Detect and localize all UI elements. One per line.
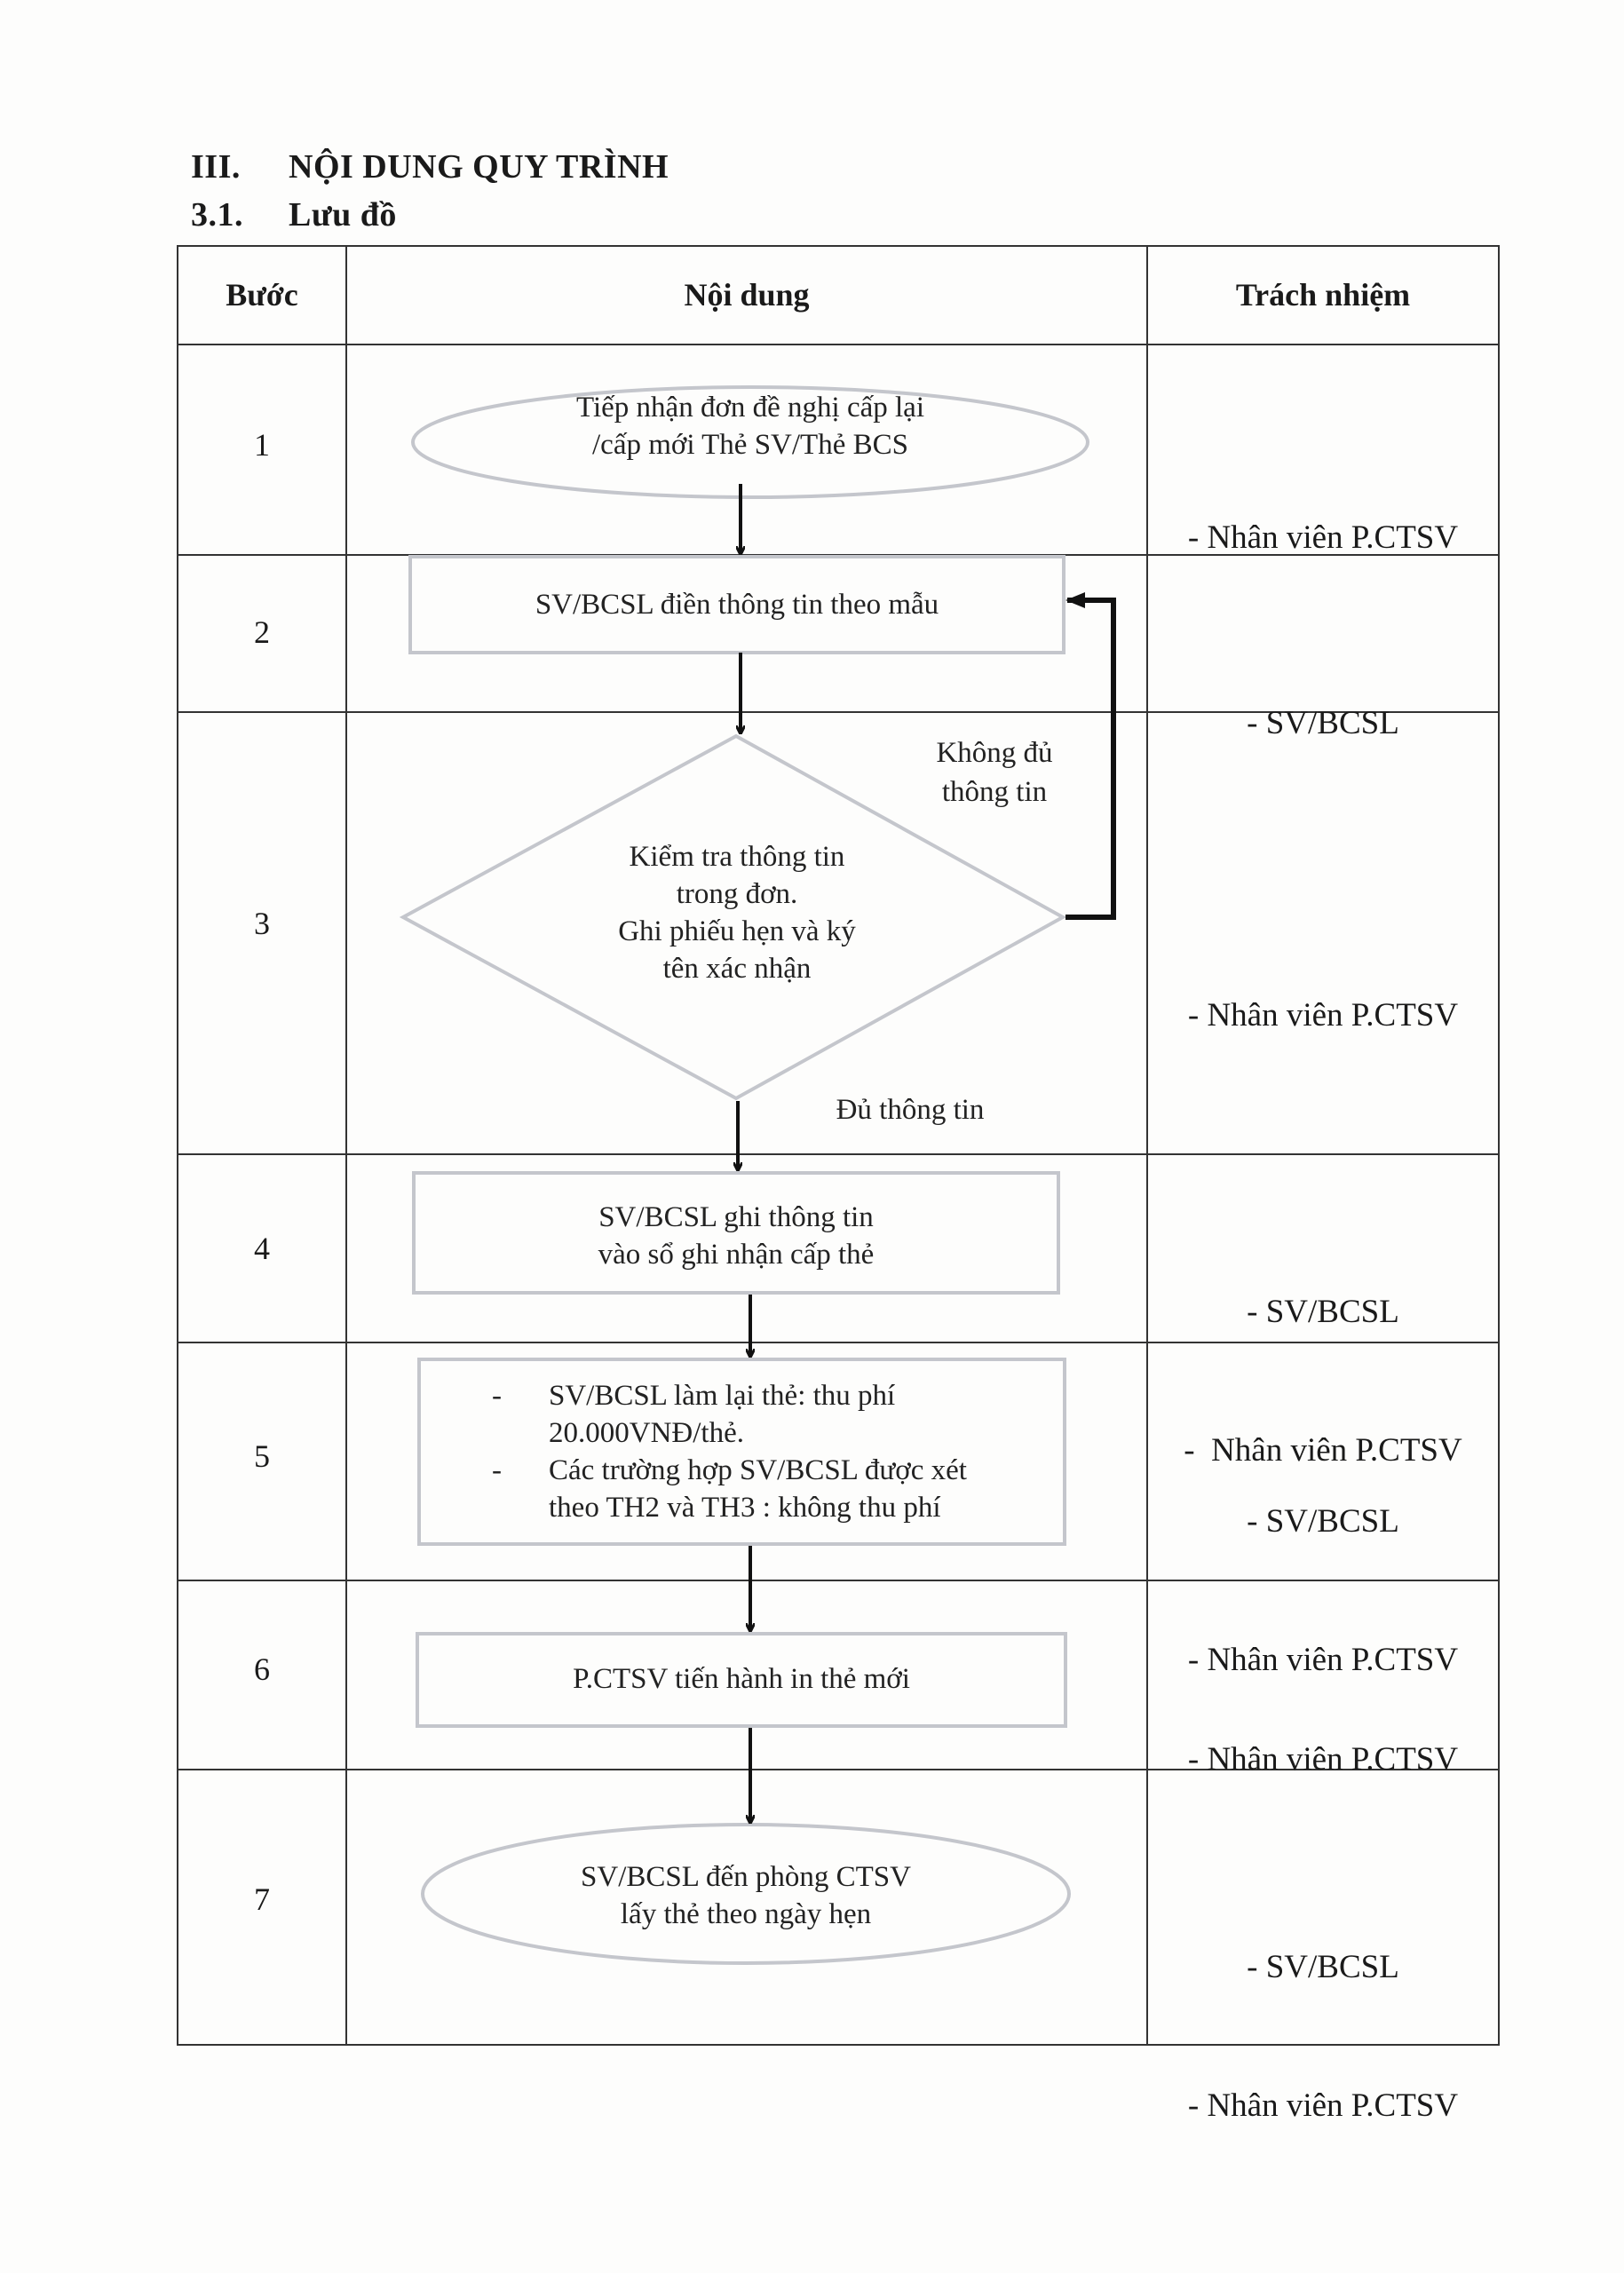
step-7-line: lấy thẻ theo ngày hẹn	[620, 1898, 872, 1930]
step-4-line: vào sổ ghi nhận cấp thẻ	[598, 1239, 875, 1271]
step-3-text: Kiểm tra thông tin trong đơn. Ghi phiếu …	[515, 838, 959, 987]
step-number: 3	[254, 906, 270, 941]
responsibility-cell: - SV/BCSL - Nhân viên P.CTSV	[1147, 1852, 1499, 2175]
section-heading: III. NỘI DUNG QUY TRÌNH	[191, 147, 669, 186]
responsibility-cell: - SV/BCSL - Nhân viên P.CTSV	[1147, 1197, 1499, 1520]
responsibility-line: - SV/BCSL	[1247, 1503, 1399, 1540]
step-number: 2	[254, 614, 270, 650]
bullet-item: - Các trường hợp SV/BCSL được xét theo T…	[487, 1452, 1055, 1526]
step-number: 5	[254, 1438, 270, 1474]
header-responsibility: Trách nhiệm	[1235, 277, 1411, 313]
responsibility-cell: - Nhân viên P.CTSV	[1147, 423, 1499, 607]
step-7-text: SV/BCSL đến phòng CTSV lấy thẻ theo ngày…	[444, 1858, 1048, 1933]
section-number: III.	[191, 148, 241, 186]
step-3-line: tên xác nhận	[662, 953, 812, 985]
step-4-line: SV/BCSL ghi thông tin	[598, 1201, 874, 1233]
subsection-heading: 3.1. Lưu đồ	[191, 195, 397, 234]
table-grid	[177, 245, 1500, 2046]
bullet-marker: -	[492, 1454, 502, 1486]
subsection-title: Lưu đồ	[289, 196, 397, 234]
terminator-end-shape	[421, 1823, 1071, 1965]
step-number: 7	[254, 1881, 270, 1917]
table-border	[177, 245, 1500, 2046]
branch-label-yes: Đủ thông tin	[836, 1094, 985, 1126]
branch-label-line: Không đủ	[936, 737, 1053, 769]
responsibility-line: - Nhân viên P.CTSV	[1187, 997, 1459, 1034]
step-number: 4	[254, 1231, 270, 1266]
header-step: Bước	[226, 277, 298, 313]
step-4-text: SV/BCSL ghi thông tin vào sổ ghi nhận cấ…	[414, 1199, 1058, 1273]
decision-step-3-shape	[399, 733, 1067, 1101]
step-1-line: /cấp mới Thẻ SV/Thẻ BCS	[592, 429, 908, 461]
responsibility-line: - SV/BCSL	[1247, 705, 1399, 741]
step-7-line: SV/BCSL đến phòng CTSV	[581, 1861, 911, 1893]
responsibility-line: - Nhân viên P.CTSV	[1187, 1741, 1459, 1778]
step-2-text: SV/BCSL điền thông tin theo mẫu	[410, 586, 1064, 623]
bullet-line: Các trường hợp SV/BCSL được xét	[549, 1454, 967, 1486]
step-2-line: SV/BCSL điền thông tin theo mẫu	[535, 589, 939, 621]
responsibility-cell: - Nhân viên P.CTSV	[1147, 900, 1499, 1085]
process-step-2-shape	[408, 555, 1066, 654]
step-number: 6	[254, 1651, 270, 1687]
bullet-line: 20.000VNĐ/thẻ.	[549, 1417, 744, 1449]
responsibility-line: - SV/BCSL	[1247, 1294, 1399, 1330]
responsibility-line: - Nhân viên P.CTSV	[1184, 1432, 1462, 1469]
step-3-line: Kiểm tra thông tin	[629, 841, 845, 873]
step-3-line: trong đơn.	[676, 878, 798, 910]
responsibility-cell: - SV/BCSL - Nhân viên P.CTSV	[1147, 1406, 1499, 1730]
step-6-text: P.CTSV tiến hành in thẻ mới	[417, 1660, 1066, 1698]
process-step-4-shape	[412, 1171, 1060, 1295]
header-content: Nội dung	[684, 277, 810, 313]
step-1-text: Tiếp nhận đơn đề nghị cấp lại /cấp mới T…	[462, 389, 1039, 463]
responsibility-line: - Nhân viên P.CTSV	[1187, 2087, 1459, 2124]
section-title: NỘI DUNG QUY TRÌNH	[289, 148, 669, 186]
bullet-text: Các trường hợp SV/BCSL được xét theo TH2…	[549, 1452, 967, 1526]
responsibility-line: - Nhân viên P.CTSV	[1187, 1642, 1459, 1678]
responsibility-line: - Nhân viên P.CTSV	[1187, 519, 1459, 556]
responsibility-cell: - Nhân viên P.CTSV	[1147, 1644, 1499, 1829]
bullet-item: - SV/BCSL làm lại thẻ: thu phí 20.000VNĐ…	[487, 1377, 1055, 1452]
step-6-line: P.CTSV tiến hành in thẻ mới	[573, 1663, 910, 1695]
step-1-line: Tiếp nhận đơn đề nghị cấp lại	[575, 392, 924, 424]
terminator-start-shape	[411, 385, 1089, 499]
step-5-text: - SV/BCSL làm lại thẻ: thu phí 20.000VNĐ…	[487, 1377, 1055, 1526]
bullet-line: theo TH2 và TH3 : không thu phí	[549, 1492, 941, 1524]
responsibility-line: - SV/BCSL	[1247, 1949, 1399, 1985]
bullet-text: SV/BCSL làm lại thẻ: thu phí 20.000VNĐ/t…	[549, 1377, 895, 1452]
bullet-line: SV/BCSL làm lại thẻ: thu phí	[549, 1380, 896, 1412]
step-number: 1	[254, 427, 270, 463]
branch-label-no: Không đủ thông tin	[906, 733, 1083, 812]
step-3-line: Ghi phiếu hẹn và ký	[618, 915, 856, 947]
process-step-5-shape	[417, 1358, 1066, 1546]
subsection-number: 3.1.	[191, 196, 243, 234]
responsibility-cell: - SV/BCSL	[1147, 608, 1499, 793]
branch-label-line: thông tin	[941, 776, 1048, 808]
feedback-arrow-3-to-2	[1066, 592, 1116, 920]
bullet-marker: -	[492, 1380, 502, 1412]
process-step-6-shape	[416, 1632, 1067, 1728]
